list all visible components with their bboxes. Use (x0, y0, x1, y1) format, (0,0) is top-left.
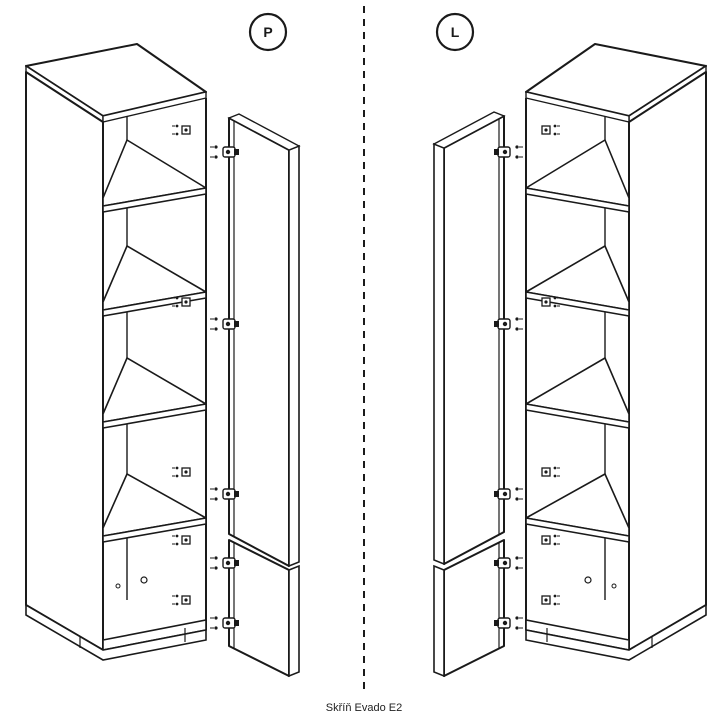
variant-p: P (25, 12, 301, 678)
door-l-upper (432, 111, 506, 566)
door-l-lower (433, 539, 505, 678)
variant-l: L (432, 12, 707, 678)
variant-l-badge: L (435, 12, 475, 52)
variant-p-badge: P (248, 12, 288, 52)
diagram-caption: Skříň Evado E2 (325, 702, 403, 714)
cabinet-p-body (25, 43, 207, 661)
cabinet-l-body (525, 43, 707, 661)
door-p-upper (227, 113, 301, 568)
door-p-lower (228, 539, 300, 678)
variant-p-label: P (263, 24, 272, 40)
variant-l-label: L (451, 24, 460, 40)
